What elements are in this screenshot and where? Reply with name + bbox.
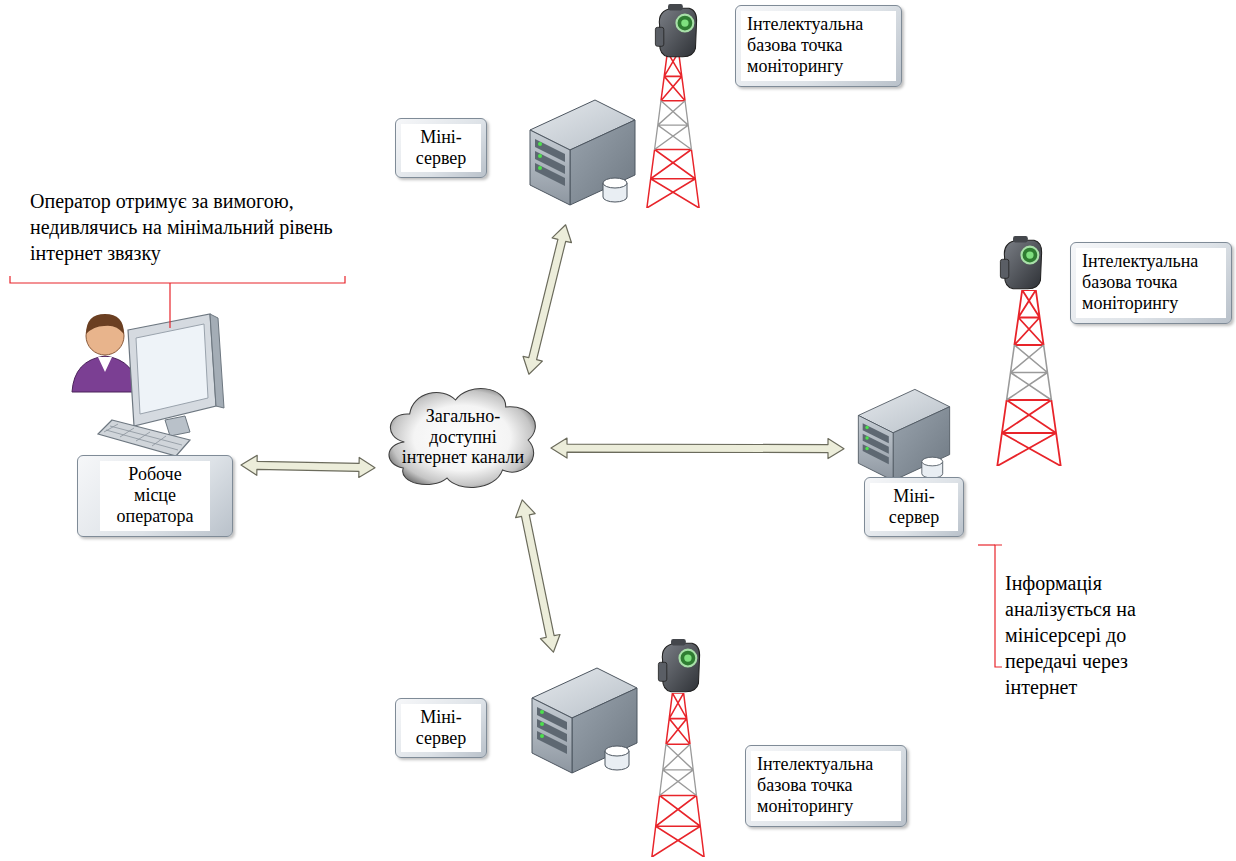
operator-icon [72, 314, 224, 456]
double-arrow [551, 438, 844, 459]
tower-icon [652, 693, 704, 857]
camera-icon [655, 4, 696, 57]
monitoring-point-box: Інтелектуальна базова точка моніторингу [735, 5, 902, 87]
node-text: Інтелектуальна базова точка моніторингу [741, 11, 896, 81]
callout-bracket [10, 276, 1002, 667]
callout-text: Оператор отримує за вимогою, недивлячись… [30, 188, 360, 266]
server-group: Міні-сервер [852, 385, 980, 567]
server-label-box: Міні-сервер [864, 477, 964, 537]
server-group: Міні-сервер [395, 660, 645, 782]
server-group: Міні-сервер [395, 92, 645, 217]
double-arrow [523, 225, 572, 374]
monitoring-point-box: Інтелектуальна базова точка моніторингу [745, 745, 907, 827]
server-icon [527, 663, 642, 778]
monitoring-point-box: Інтелектуальна базова точка моніторингу [1070, 242, 1232, 324]
node-text: Загально-доступні інтернет канали [395, 406, 531, 468]
node-text: Робоче місце оператора [100, 461, 210, 531]
callout-text: Інформація аналізується на мінісерсері д… [1005, 570, 1165, 700]
node-text: Інтелектуальна базова точка моніторингу [751, 751, 901, 821]
node-text: Інтелектуальна базова точка моніторингу [1076, 248, 1226, 318]
workstation-box: Робоче місце оператора [77, 455, 233, 537]
server-icon [854, 385, 954, 485]
node-text: Міні-сервер [401, 124, 481, 172]
tower-icon [647, 52, 699, 208]
server-icon [525, 95, 640, 210]
internet-cloud: Загально-доступні інтернет канали [383, 382, 543, 492]
camera-icon [658, 639, 699, 692]
double-arrow [241, 455, 375, 477]
node-text: Міні-сервер [401, 704, 481, 752]
node-text: Міні-сервер [870, 483, 958, 531]
server-label-box: Міні-сервер [395, 698, 487, 758]
camera-icon [1000, 236, 1041, 289]
server-label-box: Міні-сервер [395, 118, 487, 178]
double-arrow [516, 500, 560, 652]
tower-icon [997, 290, 1060, 466]
